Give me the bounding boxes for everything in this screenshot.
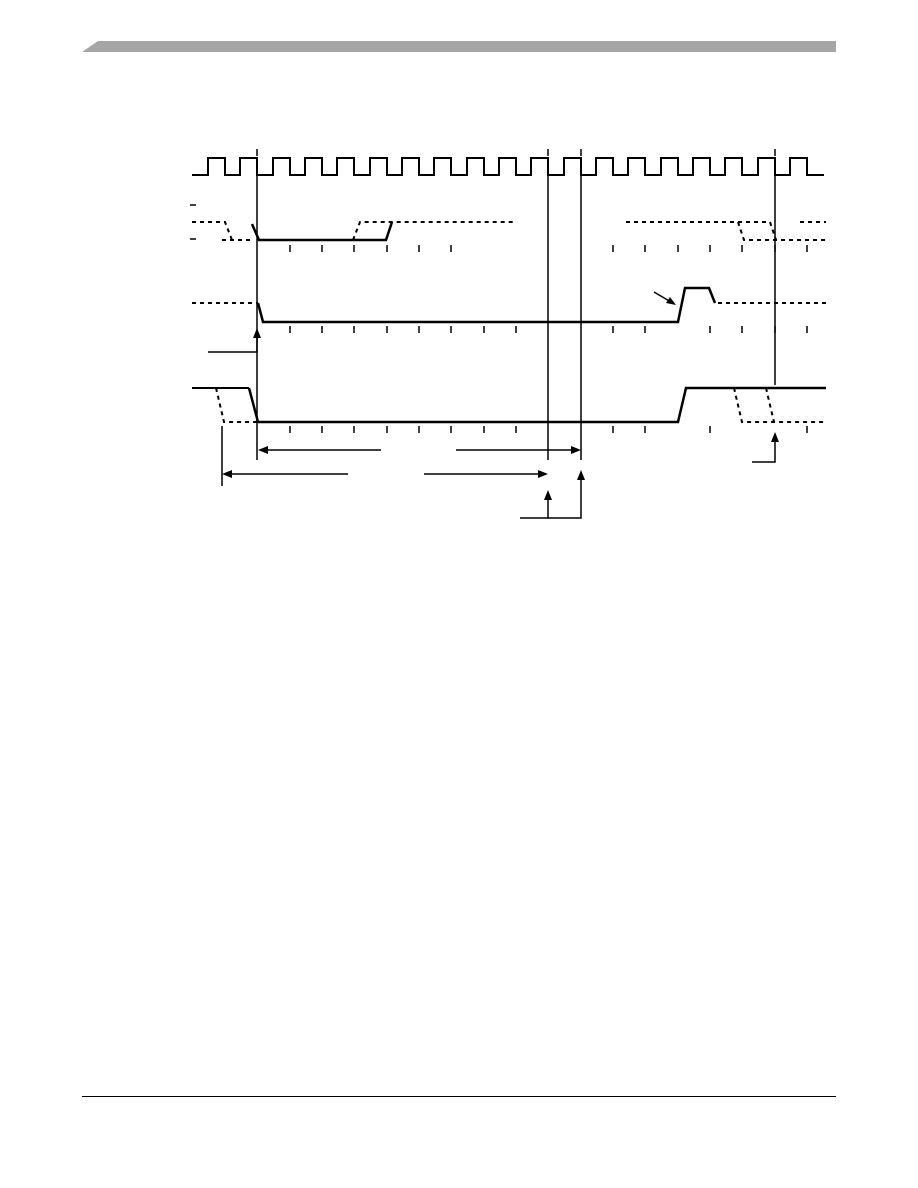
bus-pair-signal	[192, 221, 826, 252]
enable-cycle-ticks	[289, 426, 808, 433]
bus-upper-dashed	[192, 221, 233, 241]
pointer-c-line	[752, 440, 776, 463]
pointer-b-line	[548, 478, 582, 519]
bus-active-low	[250, 221, 394, 242]
bus-after-dashed-2	[738, 221, 777, 241]
strobe-cycle-ticks	[289, 326, 808, 333]
enable-fall	[247, 386, 826, 424]
enable-dashed-fall	[215, 387, 258, 423]
bus-after-dashed	[626, 221, 826, 241]
pointer-c-head	[771, 432, 779, 442]
enable-signal	[192, 386, 826, 433]
header-band	[82, 41, 836, 52]
pointer-a-head	[544, 490, 552, 500]
bus-cycle-ticks	[289, 245, 808, 252]
strobe-signal	[192, 286, 826, 353]
clock-edge-ticks	[256, 149, 776, 156]
enable-dashed-return-2	[765, 387, 775, 423]
pulse-pointer-head	[666, 297, 676, 305]
pointer-b-head	[577, 470, 585, 480]
bus-return-dashed	[352, 221, 516, 241]
dim-long-head-right	[538, 470, 548, 478]
footer-rule	[82, 1096, 836, 1097]
reference-lines	[221, 175, 776, 486]
dimension-arrows	[222, 446, 581, 478]
strobe-active	[256, 286, 717, 324]
page-header-bar	[82, 41, 836, 52]
dim-short-head-left	[258, 446, 268, 454]
pointer-a-line	[520, 497, 549, 519]
bottom-pointers	[520, 432, 779, 519]
overbar-marks	[190, 204, 196, 240]
start-pointer-line	[208, 335, 258, 353]
timing-diagram	[190, 149, 826, 519]
dim-long-head-left	[222, 470, 232, 478]
enable-dashed-return	[733, 387, 826, 423]
clock-waveform	[192, 157, 824, 176]
dim-short-head-right	[571, 446, 581, 454]
